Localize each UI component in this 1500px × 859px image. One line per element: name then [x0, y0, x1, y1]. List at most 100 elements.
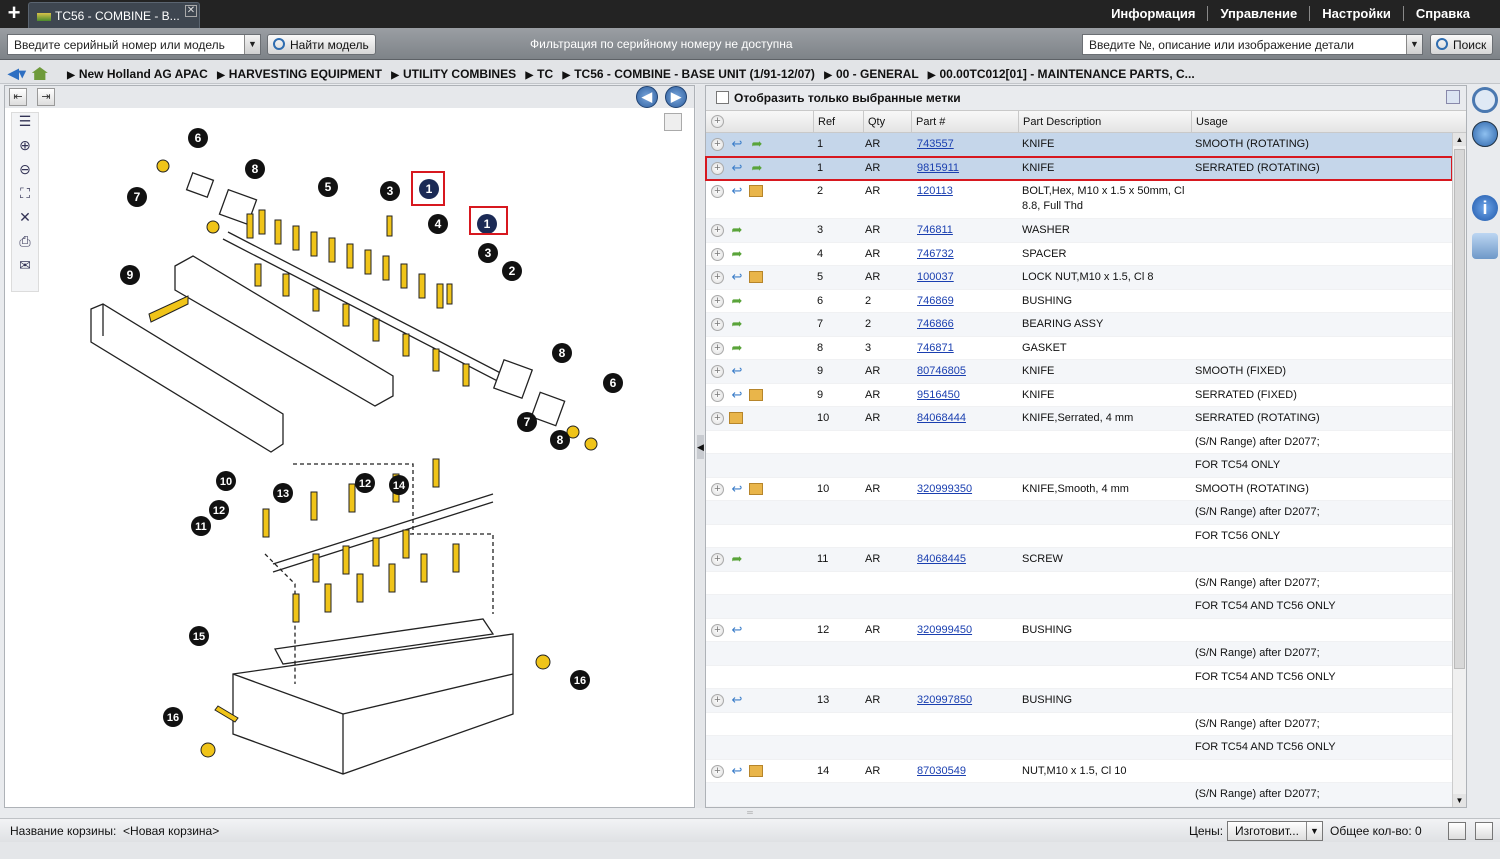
part-number-cell-text[interactable]: 87030549: [917, 764, 966, 777]
add-to-basket-icon[interactable]: +: [711, 318, 724, 331]
chevron-down-icon[interactable]: ▼: [1306, 822, 1322, 840]
thumbnail-toggle-icon[interactable]: [664, 113, 682, 131]
callout-label[interactable]: 3: [387, 184, 394, 198]
add-to-basket-icon[interactable]: +: [711, 553, 724, 566]
callout-label[interactable]: 8: [557, 433, 564, 447]
grid-view-icon[interactable]: [1446, 90, 1460, 104]
chat-icon[interactable]: [1472, 233, 1498, 259]
callout-label[interactable]: 8: [559, 346, 566, 360]
add-to-basket-icon[interactable]: +: [711, 294, 724, 308]
callout-label[interactable]: 3: [485, 246, 492, 260]
menu-info[interactable]: Информация: [1111, 6, 1196, 21]
table-row[interactable]: FOR TC54 ONLY: [706, 454, 1452, 478]
home-icon[interactable]: [31, 67, 48, 80]
menu-settings[interactable]: Настройки: [1309, 6, 1403, 21]
table-row[interactable]: (S/N Range) after D2077;: [706, 783, 1452, 807]
callout-label[interactable]: 4: [435, 217, 442, 231]
basket-name[interactable]: <Новая корзина>: [123, 824, 220, 838]
close-tab-icon[interactable]: ✕: [185, 5, 197, 17]
part-number-cell-text[interactable]: 320999450: [917, 623, 973, 636]
serial-model-input[interactable]: Введите серийный номер или модель ▼: [7, 34, 261, 55]
print-icon[interactable]: ⎙: [19, 233, 31, 249]
breadcrumb-item[interactable]: 00 - GENERAL: [835, 67, 919, 81]
callout-label[interactable]: 2: [509, 264, 516, 278]
part-number-cell-text[interactable]: 746871: [917, 341, 954, 354]
part-number-cell-text[interactable]: 120113: [917, 185, 953, 197]
menu-help[interactable]: Справка: [1402, 6, 1482, 21]
maximize-window-icon[interactable]: [1475, 822, 1493, 840]
callout-label[interactable]: 7: [134, 190, 141, 204]
part-search-input[interactable]: Введите №, описание или изображение дета…: [1082, 34, 1423, 55]
scroll-up-icon[interactable]: ▲: [1453, 133, 1466, 146]
table-row[interactable]: (S/N Range) after D2077;: [706, 642, 1452, 666]
chevron-down-icon[interactable]: ▼: [244, 35, 260, 54]
part-number-cell-text[interactable]: 84068445: [917, 553, 966, 565]
part-number-cell-text[interactable]: 746869: [917, 294, 954, 307]
menu-lines-icon[interactable]: ☰: [18, 113, 32, 129]
part-number-cell-text[interactable]: 746732: [917, 247, 954, 260]
find-model-button[interactable]: Найти модель: [267, 34, 376, 55]
parts-diagram[interactable]: 6 7 8 5 3 1 4 1 3 2 9 8 6 7 8 10 12 14 1…: [43, 114, 683, 804]
add-to-basket-icon[interactable]: +: [711, 412, 724, 425]
new-tab-icon[interactable]: +: [7, 0, 21, 25]
add-to-basket-icon[interactable]: +: [711, 185, 724, 198]
expand-all-icon[interactable]: +: [711, 115, 724, 128]
callout-label[interactable]: 14: [393, 480, 406, 492]
part-number-cell-text[interactable]: 320999350: [917, 482, 973, 495]
table-row[interactable]: (S/N Range) after D2077;: [706, 431, 1452, 454]
scroll-down-icon[interactable]: ▼: [1453, 794, 1466, 807]
prices-select[interactable]: Изготовит... ▼: [1227, 821, 1323, 841]
add-to-basket-icon[interactable]: +: [711, 694, 724, 707]
scroll-thumb[interactable]: [1454, 149, 1465, 669]
table-row[interactable]: FOR TC54 AND TC56 ONLY: [706, 666, 1452, 689]
pane-splitter[interactable]: ◀: [696, 85, 705, 808]
table-row[interactable]: (S/N Range) after D2077;: [706, 713, 1452, 736]
next-page-icon[interactable]: ⇥: [37, 88, 55, 106]
col-ref[interactable]: Ref: [813, 111, 863, 132]
table-row[interactable]: FOR TC56 ONLY: [706, 525, 1452, 548]
callout-label[interactable]: 13: [277, 488, 289, 500]
mail-icon[interactable]: ✉: [19, 257, 31, 273]
tab-active[interactable]: TC56 - COMBINE - B... ✕: [28, 2, 200, 28]
callout-label[interactable]: 16: [574, 675, 586, 687]
add-to-basket-icon[interactable]: +: [711, 388, 724, 402]
part-number-cell-text[interactable]: 80746805: [917, 365, 966, 377]
zoom-in-icon[interactable]: ⊕: [19, 137, 31, 153]
breadcrumb-item[interactable]: 00.00TC012[01] - MAINTENANCE PARTS, C...: [939, 67, 1195, 81]
col-part-number[interactable]: Part #: [911, 111, 1018, 132]
add-to-basket-icon[interactable]: +: [711, 138, 724, 151]
add-to-basket-icon[interactable]: +: [711, 224, 724, 237]
collapse-arrow-icon[interactable]: ◀: [697, 435, 704, 459]
part-number-cell-text[interactable]: 743557: [917, 138, 954, 150]
col-usage[interactable]: Usage: [1191, 111, 1452, 132]
next-diagram-icon[interactable]: ▶: [665, 86, 687, 108]
part-number-cell-text[interactable]: 746811: [917, 224, 953, 236]
clear-selection-icon[interactable]: ✕: [19, 209, 31, 225]
vertical-scrollbar[interactable]: ▲ ▼: [1452, 133, 1466, 807]
callout-label[interactable]: 6: [610, 376, 617, 390]
part-number-cell-text[interactable]: 9815911: [917, 161, 960, 174]
chevron-down-icon[interactable]: ▼: [1406, 35, 1422, 54]
prev-page-icon[interactable]: ⇤: [9, 88, 27, 106]
search-button[interactable]: Поиск: [1430, 34, 1494, 55]
table-row[interactable]: FOR TC54 AND TC56 ONLY: [706, 736, 1452, 760]
callout-label[interactable]: 12: [213, 505, 225, 517]
info-icon[interactable]: i: [1472, 195, 1498, 221]
zoom-out-icon[interactable]: ⊖: [19, 161, 31, 177]
breadcrumb-item[interactable]: TC56 - COMBINE - BASE UNIT (1/91-12/07): [574, 67, 815, 81]
callout-label[interactable]: 5: [325, 180, 332, 194]
callout-label[interactable]: 6: [195, 131, 202, 145]
callout-label[interactable]: 11: [195, 521, 207, 533]
